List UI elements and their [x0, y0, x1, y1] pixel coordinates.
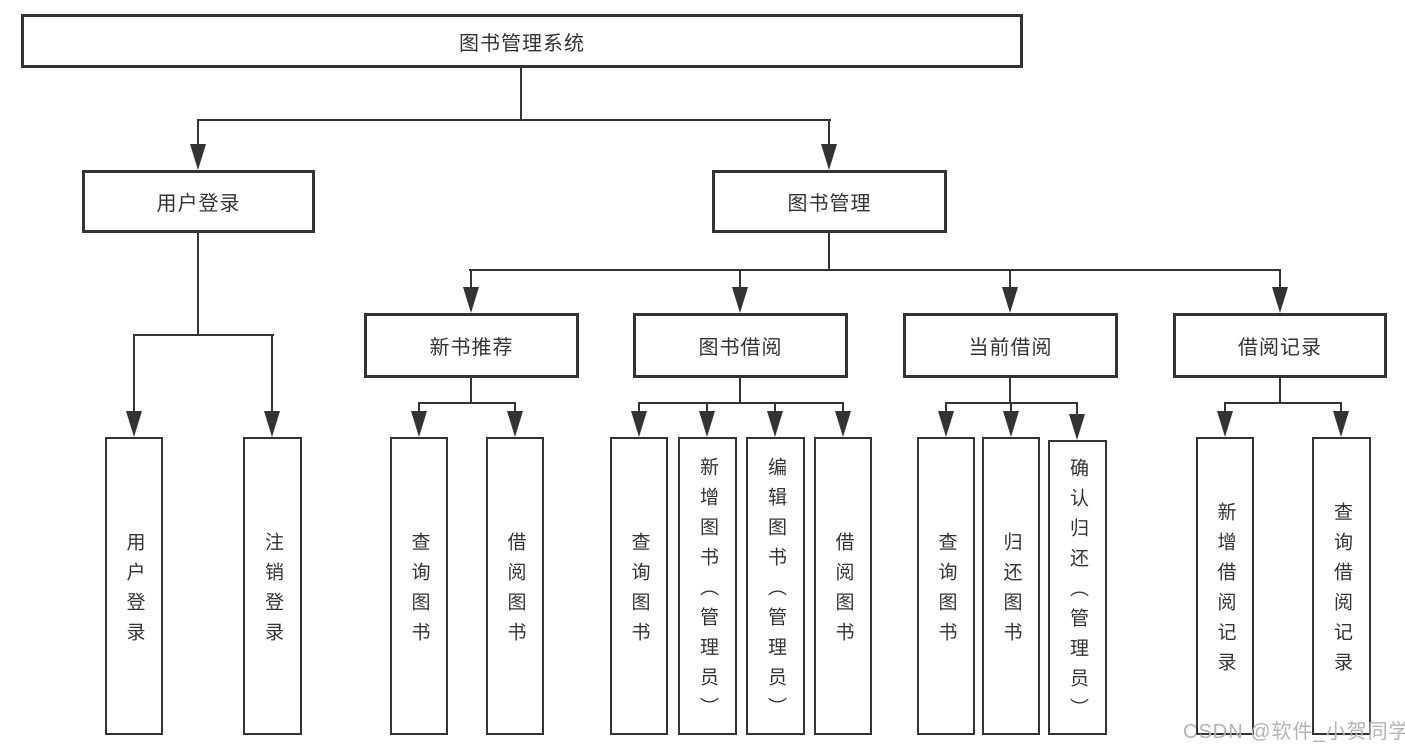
connector-line [828, 232, 830, 271]
connector-line [520, 67, 522, 120]
connector-line [197, 119, 831, 121]
connector-line [706, 402, 708, 414]
arrow-down-icon [1003, 411, 1019, 437]
node-book-borrow: 图书借阅 [633, 313, 848, 378]
node-current-borrow: 当前借阅 [903, 313, 1118, 378]
connector-line [1010, 402, 1012, 414]
connector-line [1224, 402, 1342, 404]
arrow-down-icon [190, 144, 206, 170]
connector-line [1009, 269, 1011, 290]
connector-line [638, 402, 640, 414]
csdn-watermark: CSDN @软件_小贺同学 [1183, 721, 1405, 743]
leaf-borrow-add-books-admin: 新增图书（管理员） [678, 437, 737, 735]
connector-line [1279, 269, 1281, 290]
leaf-borrow-add-books-admin-label: 新增图书（管理员） [697, 456, 718, 727]
leaf-logout-label: 注销登录 [262, 531, 283, 652]
connector-line [739, 269, 741, 290]
node-borrow-records: 借阅记录 [1173, 313, 1387, 378]
connector-line [469, 269, 1281, 271]
leaf-user-login-label: 用户登录 [123, 531, 145, 652]
node-user-login: 用户登录 [82, 170, 315, 233]
arrow-down-icon [699, 411, 715, 437]
arrow-down-icon [767, 411, 783, 437]
arrow-down-icon [507, 411, 523, 437]
connector-line [1076, 402, 1078, 414]
arrow-down-icon [938, 411, 954, 437]
connector-line [133, 334, 135, 414]
leaf-records-add-record-label: 新增借阅记录 [1214, 501, 1236, 682]
leaf-current-return-books: 归还图书 [982, 437, 1040, 735]
leaf-borrow-edit-books-admin-label: 编辑图书（管理员） [765, 456, 786, 727]
leaf-borrow-query-books: 查询图书 [610, 437, 668, 735]
arrow-down-icon [411, 411, 427, 437]
connector-line [842, 402, 844, 414]
leaf-borrow-query-books-label: 查询图书 [628, 531, 650, 652]
connector-line [418, 402, 420, 414]
arrow-down-icon [732, 287, 748, 313]
leaf-current-query-books: 查询图书 [917, 437, 975, 735]
node-new-book-recommend: 新书推荐 [364, 313, 579, 378]
connector-line [470, 377, 472, 404]
leaf-borrow-edit-books-admin: 编辑图书（管理员） [746, 437, 805, 735]
connector-line [271, 334, 273, 414]
connector-line [1340, 402, 1342, 414]
leaf-records-add-record: 新增借阅记录 [1196, 437, 1254, 735]
connector-line [197, 119, 199, 146]
leaf-newbooks-query-books-label: 查询图书 [408, 531, 430, 652]
leaf-user-login: 用户登录 [105, 437, 163, 735]
arrow-down-icon [835, 411, 851, 437]
arrow-down-icon [1272, 287, 1288, 313]
leaf-current-return-books-label: 归还图书 [1000, 531, 1022, 652]
connector-line [133, 334, 274, 336]
connector-line [470, 269, 472, 290]
leaf-records-query-record-label: 查询借阅记录 [1331, 501, 1352, 682]
leaf-borrow-borrow-books-label: 借阅图书 [832, 531, 854, 652]
connector-line [828, 119, 830, 146]
connector-line [945, 402, 947, 414]
arrow-down-icon [1002, 287, 1018, 313]
leaf-newbooks-borrow-books-label: 借阅图书 [504, 531, 526, 652]
connector-line [774, 402, 776, 414]
leaf-newbooks-borrow-books: 借阅图书 [486, 437, 544, 735]
leaf-logout: 注销登录 [243, 437, 302, 735]
connector-line [739, 377, 741, 404]
connector-line [197, 232, 199, 336]
node-book-management: 图书管理 [712, 170, 947, 233]
node-root: 图书管理系统 [21, 14, 1023, 68]
leaf-current-confirm-return-admin-label: 确认归还（管理员） [1067, 458, 1088, 728]
arrow-down-icon [1217, 411, 1233, 437]
connector-line [638, 402, 844, 404]
arrow-down-icon [264, 411, 280, 437]
connector-line [1224, 402, 1226, 414]
leaf-borrow-borrow-books: 借阅图书 [814, 437, 872, 735]
connector-line [1009, 377, 1011, 404]
connector-line [418, 402, 516, 404]
leaf-records-query-record: 查询借阅记录 [1312, 437, 1371, 735]
arrow-down-icon [631, 411, 647, 437]
leaf-current-query-books-label: 查询图书 [935, 531, 957, 652]
leaf-current-confirm-return-admin: 确认归还（管理员） [1048, 440, 1107, 735]
arrow-down-icon [1333, 411, 1349, 437]
arrow-down-icon [821, 144, 837, 170]
leaf-newbooks-query-books: 查询图书 [390, 437, 448, 735]
arrow-down-icon [126, 411, 142, 437]
arrow-down-icon [463, 287, 479, 313]
connector-line [1279, 377, 1281, 404]
connector-line [514, 402, 516, 414]
arrow-down-icon [1069, 414, 1085, 440]
